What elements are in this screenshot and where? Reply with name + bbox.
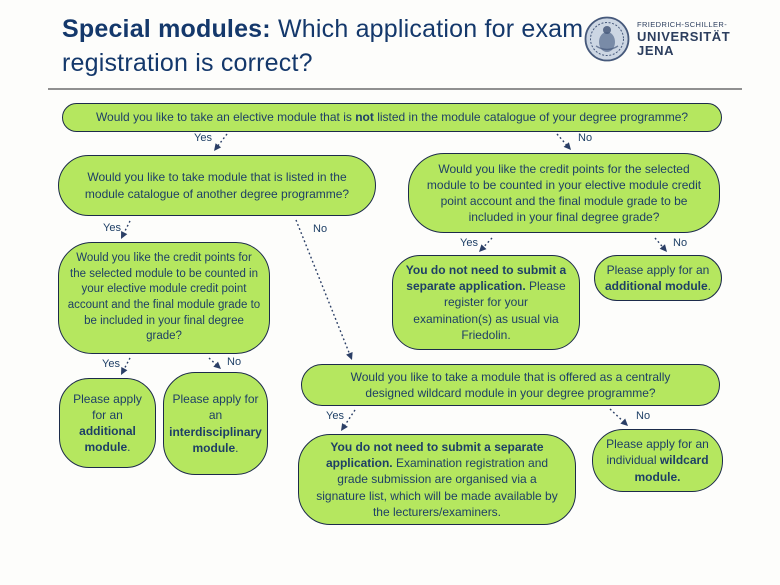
branch-label-no: No bbox=[578, 132, 593, 144]
logo-line-1: FRIEDRICH-SCHILLER- bbox=[637, 20, 728, 29]
node-q-elective: Would you like to take an elective modul… bbox=[62, 103, 722, 132]
node-q-wildcard: Would you like to take a module that is … bbox=[301, 364, 720, 406]
logo-line-3: JENA bbox=[637, 43, 675, 58]
branch-label-no: No bbox=[313, 223, 328, 235]
branch-label-yes: Yes bbox=[326, 410, 344, 422]
node-q-credit-points-left: Would you like the credit points for the… bbox=[58, 242, 270, 354]
page-title-rest: Which application for exam registration … bbox=[62, 15, 584, 77]
node-q-another-catalogue: Would you like to take module that is li… bbox=[58, 155, 376, 216]
node-a-friedolin-registration: You do not need to submit a separate app… bbox=[392, 255, 580, 350]
branch-label-yes: Yes bbox=[103, 222, 121, 234]
node-a-interdisciplinary-module: Please apply for an interdisciplinary mo… bbox=[163, 372, 268, 475]
branch-label-no: No bbox=[227, 356, 242, 368]
page-title-bold: Special modules: bbox=[62, 15, 271, 43]
branch-label-no: No bbox=[636, 410, 651, 422]
page-title: Special modules: Which application for e… bbox=[62, 12, 587, 80]
node-a-additional-module-left: Please apply for an additional module. bbox=[59, 378, 156, 468]
university-logo-text: FRIEDRICH-SCHILLER- UNIVERSITÄT JENA bbox=[637, 20, 730, 58]
university-seal-icon bbox=[584, 16, 630, 62]
node-q-credit-points-right: Would you like the credit points for the… bbox=[408, 153, 720, 233]
branch-label-yes: Yes bbox=[102, 358, 120, 370]
header-divider bbox=[48, 88, 742, 90]
node-a-signature-list: You do not need to submit a separate app… bbox=[298, 434, 576, 525]
logo-line-2: UNIVERSITÄT bbox=[637, 29, 731, 44]
branch-label-no: No bbox=[673, 237, 688, 249]
branch-label-yes: Yes bbox=[460, 237, 478, 249]
university-logo: FRIEDRICH-SCHILLER- UNIVERSITÄT JENA bbox=[584, 16, 730, 62]
node-a-additional-module-right: Please apply for an additional module. bbox=[594, 255, 722, 301]
branch-label-yes: Yes bbox=[194, 132, 212, 144]
node-a-individual-wildcard: Please apply for an individual wildcard … bbox=[592, 429, 723, 492]
